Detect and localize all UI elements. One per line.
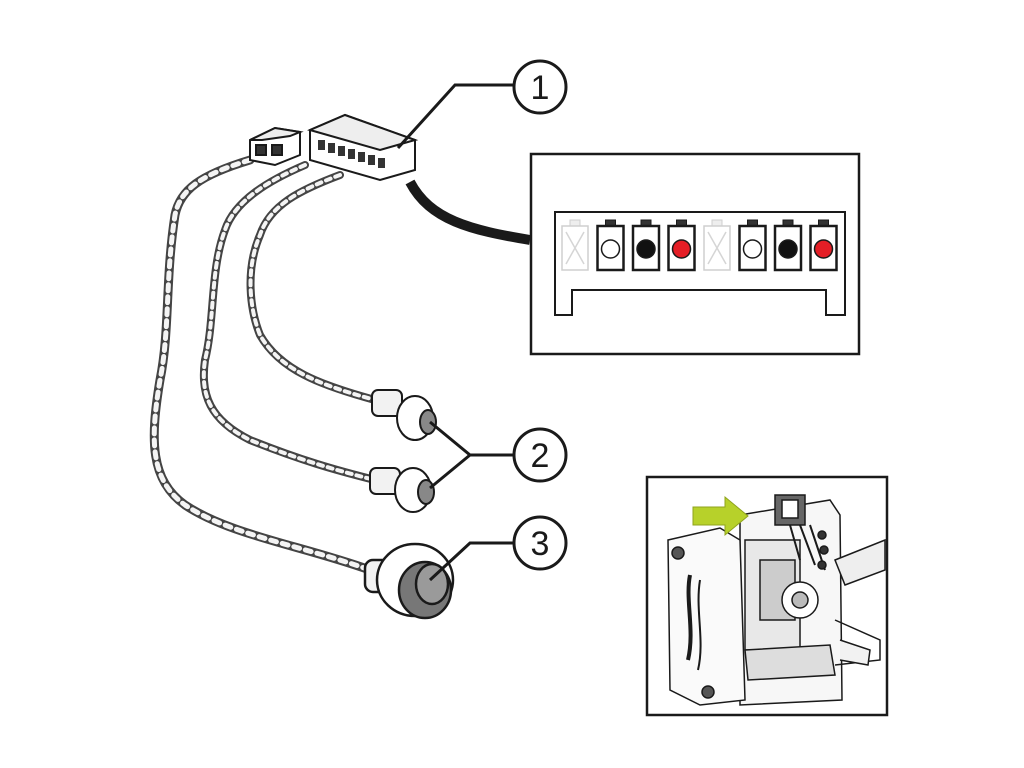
- leader-1: [396, 83, 518, 150]
- pin-detail-inset: [529, 152, 861, 356]
- sensor-upper: [371, 389, 437, 441]
- sensor-lower: [369, 467, 435, 513]
- leader-2a: [429, 420, 515, 457]
- main-connector-pin-slots: [318, 140, 385, 168]
- pin-white: [738, 219, 767, 272]
- pin-black: [773, 219, 803, 272]
- pin-white: [596, 219, 625, 272]
- pin-red: [809, 219, 838, 272]
- pin-wire-black: [636, 239, 656, 259]
- leader-2b: [429, 453, 471, 490]
- location-arrow: [692, 495, 749, 537]
- pin-wire-black: [778, 239, 798, 259]
- machine-location-inset: [645, 475, 889, 717]
- detail-pointer: [405, 179, 531, 245]
- cable-large-sensor: [149, 155, 375, 575]
- machine-illustration: [667, 494, 886, 706]
- small-two-pin-connector: [249, 126, 304, 167]
- pin-black: [631, 219, 661, 272]
- callout-1-label: 1: [531, 69, 550, 107]
- callout-2: 2: [512, 427, 568, 483]
- callout-leaders: [396, 83, 531, 582]
- connector-housing-front: [554, 211, 846, 316]
- large-sensor: [363, 542, 455, 620]
- pin-wire-white: [600, 239, 621, 259]
- leader-3: [428, 541, 515, 582]
- cable-sensor-lower: [199, 161, 379, 484]
- pin-empty: [703, 219, 731, 271]
- pin-wire-white: [742, 239, 763, 259]
- pin-wire-red: [671, 239, 692, 259]
- cable-sensor-upper: [246, 171, 379, 404]
- callout-3-label: 3: [531, 525, 550, 563]
- pin-red: [667, 219, 696, 272]
- callout-2-label: 2: [531, 437, 550, 475]
- twisted-cable-harness: [149, 155, 379, 575]
- main-eight-pin-connector: [307, 113, 419, 182]
- callout-3: 3: [512, 515, 568, 571]
- pin-wire-red: [813, 239, 834, 259]
- pin-row: [561, 219, 838, 272]
- pin-empty: [561, 219, 589, 271]
- callout-1: 1: [512, 59, 568, 115]
